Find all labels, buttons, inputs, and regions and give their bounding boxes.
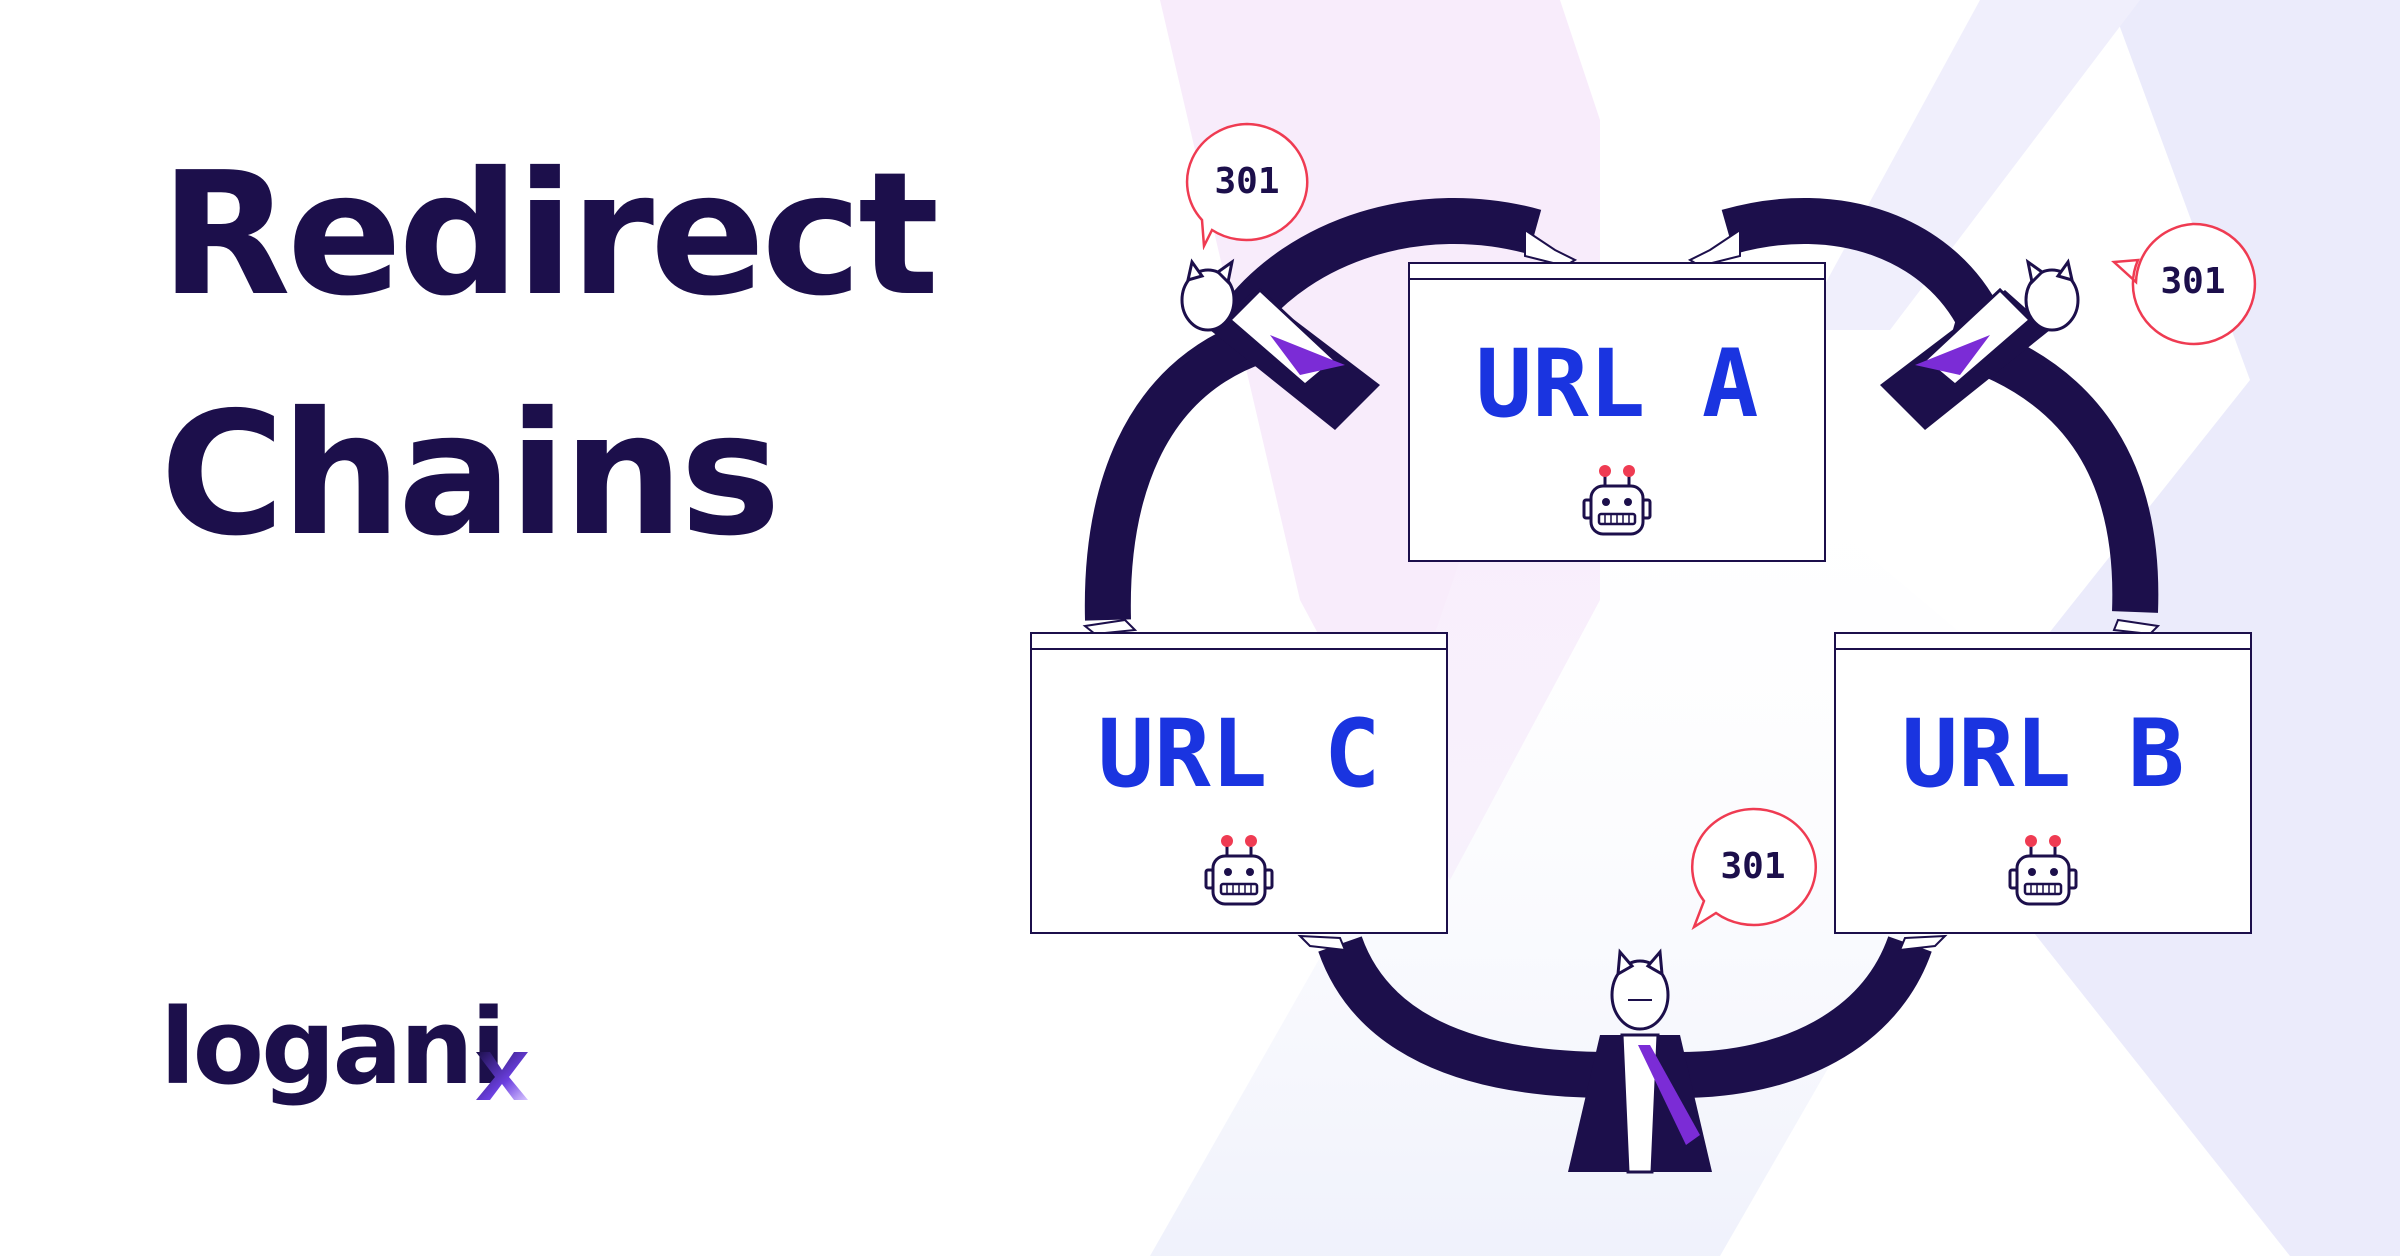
- url-window-b: URL B: [1834, 632, 2252, 934]
- robot-icon: [1582, 465, 1652, 536]
- arm-bottom-right: [1679, 935, 1932, 1098]
- status-code-label: 301: [1720, 846, 1786, 887]
- speech-bubble-icon: [2111, 222, 2257, 346]
- status-bubble-top-right: 301: [2108, 220, 2258, 350]
- headline-line-2: Chains: [160, 376, 781, 574]
- background-lavender-shape: [1980, 0, 2400, 1256]
- headline-line-1: Redirect: [160, 136, 939, 334]
- hands: [1082, 228, 2161, 952]
- status-bubble-bottom: 301: [1678, 805, 1828, 935]
- speech-bubble-icon: [1185, 122, 1309, 250]
- url-label-c: URL C: [1097, 700, 1381, 809]
- url-window-c: URL C: [1030, 632, 1448, 934]
- robot-icon: [1204, 835, 1274, 906]
- url-label-a: URL A: [1475, 330, 1759, 439]
- robot-icon: [2008, 835, 2078, 906]
- speech-bubble-icon: [1690, 807, 1818, 931]
- status-code-label: 301: [1214, 161, 1280, 202]
- brand-logo-text: logani: [160, 986, 506, 1108]
- window-titlebar: [1032, 634, 1446, 650]
- cat-character-top-right: [1880, 258, 2080, 430]
- status-bubble-top-left: 301: [1182, 120, 1312, 250]
- cat-character-top-left: [1180, 258, 1380, 430]
- brand-logo-x-mark: [476, 1052, 528, 1100]
- arm-top-left-lower: [1084, 318, 1268, 621]
- arm-top-right-upper: [1721, 197, 2001, 331]
- url-window-a: URL A: [1408, 262, 1826, 562]
- brand-logo: logani: [160, 980, 540, 1150]
- status-code-label: 301: [2160, 261, 2226, 302]
- connecting-arms: [1084, 197, 2159, 1098]
- arm-bottom-left: [1318, 935, 1611, 1098]
- window-titlebar: [1410, 264, 1824, 280]
- url-label-b: URL B: [1901, 700, 2185, 809]
- cat-character-bottom: [1568, 948, 1712, 1174]
- window-titlebar: [1836, 634, 2250, 650]
- arm-top-left-upper: [1221, 198, 1542, 335]
